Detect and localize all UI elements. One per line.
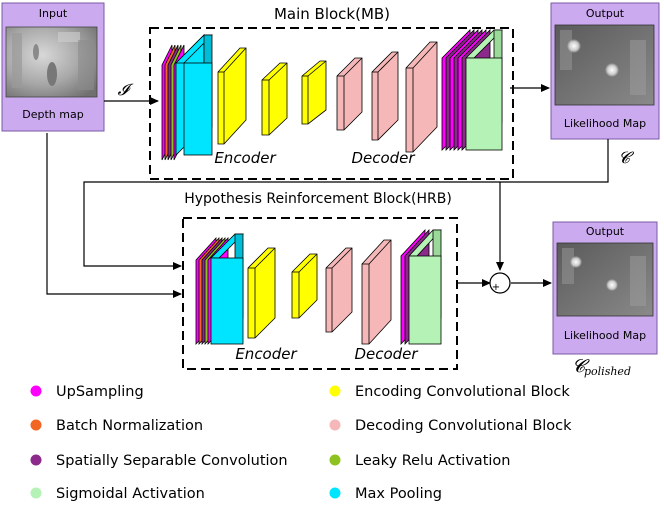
- output-panel-top-caption: Likelihood Map: [564, 117, 646, 130]
- legend-item: Encoding Convolutional Block: [329, 384, 570, 400]
- input-symbol: 𝓘: [118, 80, 134, 99]
- legend-item: Sigmoidal Activation: [30, 486, 205, 502]
- arrow-likelihood-to-hrb: [83, 139, 609, 270]
- arrow-depth-to-hrb: [46, 133, 182, 298]
- mb-decoder-block-2: [371, 51, 399, 141]
- connectors: [46, 84, 609, 298]
- legend-item: Leaky Relu Activation: [329, 453, 510, 469]
- legend-label: Spatially Separable Convolution: [56, 453, 288, 469]
- legend-label: Leaky Relu Activation: [355, 453, 510, 469]
- output-panel-top-header: Output: [586, 7, 625, 20]
- mb-encoder-block-1: [217, 47, 247, 145]
- main-block-title: Main Block(MB): [274, 5, 390, 23]
- legend-label: Decoding Convolutional Block: [355, 418, 572, 434]
- legend-swatch: [329, 385, 341, 397]
- hrb-decoder-label: Decoder: [354, 345, 418, 363]
- mb-decoder-block-1: [336, 57, 363, 131]
- legend-swatch: [30, 487, 42, 499]
- mb-decoder-block-3: [405, 41, 438, 153]
- hrb-decoder-block-1: [325, 247, 353, 333]
- mb-encoder-block-2: [261, 62, 288, 136]
- input-panel-caption: Depth map: [22, 108, 83, 121]
- likelihood-map-image-bottom: [556, 242, 654, 317]
- legend-label: Batch Normalization: [56, 418, 203, 434]
- legend-swatch: [329, 454, 341, 466]
- output-panel-bottom: Output Likelihood Map: [552, 221, 658, 355]
- mb-decoder-label: Decoder: [351, 149, 415, 167]
- output-panel-bottom-caption: Likelihood Map: [564, 329, 646, 342]
- legend-swatch: [30, 454, 42, 466]
- sum-node: +: [489, 272, 511, 294]
- legend-item: Max Pooling: [329, 486, 442, 502]
- mb-encoder-block-3: [301, 60, 327, 125]
- legend-swatch: [329, 419, 341, 431]
- main-block-layers: [161, 29, 503, 161]
- mb-max-pooling-front: [183, 62, 213, 156]
- polished-subscript: polished: [584, 365, 631, 378]
- mb-sigmoid-layer: [465, 57, 503, 151]
- likelihood-symbol: 𝓒: [618, 148, 634, 167]
- input-panel: Input Depth map: [1, 2, 105, 132]
- output-panel-bottom-header: Output: [586, 225, 625, 238]
- sum-node-symbol: +: [492, 282, 500, 293]
- hrb-encoder-label: Encoder: [235, 345, 297, 363]
- hrb-block-title: Hypothesis Reinforcement Block(HRB): [184, 191, 452, 207]
- hrb-max-pooling-layer: [210, 257, 244, 345]
- legend-item: UpSampling: [30, 384, 144, 400]
- output-panel-top: Output Likelihood Map: [550, 2, 660, 140]
- legend-swatch: [30, 419, 42, 431]
- legend-item: Decoding Convolutional Block: [329, 418, 572, 434]
- input-panel-header: Input: [39, 7, 68, 20]
- legend-item: Batch Normalization: [30, 418, 203, 434]
- hrb-block-layers: [195, 228, 442, 346]
- likelihood-map-image-top: [554, 24, 655, 106]
- depth-map-image: [5, 26, 98, 98]
- legend-label: UpSampling: [56, 384, 144, 400]
- mb-encoder-label: Encoder: [214, 149, 276, 167]
- legend-label: Max Pooling: [355, 486, 442, 502]
- hrb-encoder-block-2: [291, 253, 318, 319]
- legend-label: Encoding Convolutional Block: [355, 384, 570, 400]
- legend-swatch: [30, 385, 42, 397]
- hrb-block-frame: [182, 217, 458, 370]
- hrb-sigmoid-layer: [408, 255, 442, 345]
- legend-item: Spatially Separable Convolution: [30, 453, 288, 469]
- legend-label: Sigmoidal Activation: [56, 486, 205, 502]
- legend-swatch: [329, 487, 341, 499]
